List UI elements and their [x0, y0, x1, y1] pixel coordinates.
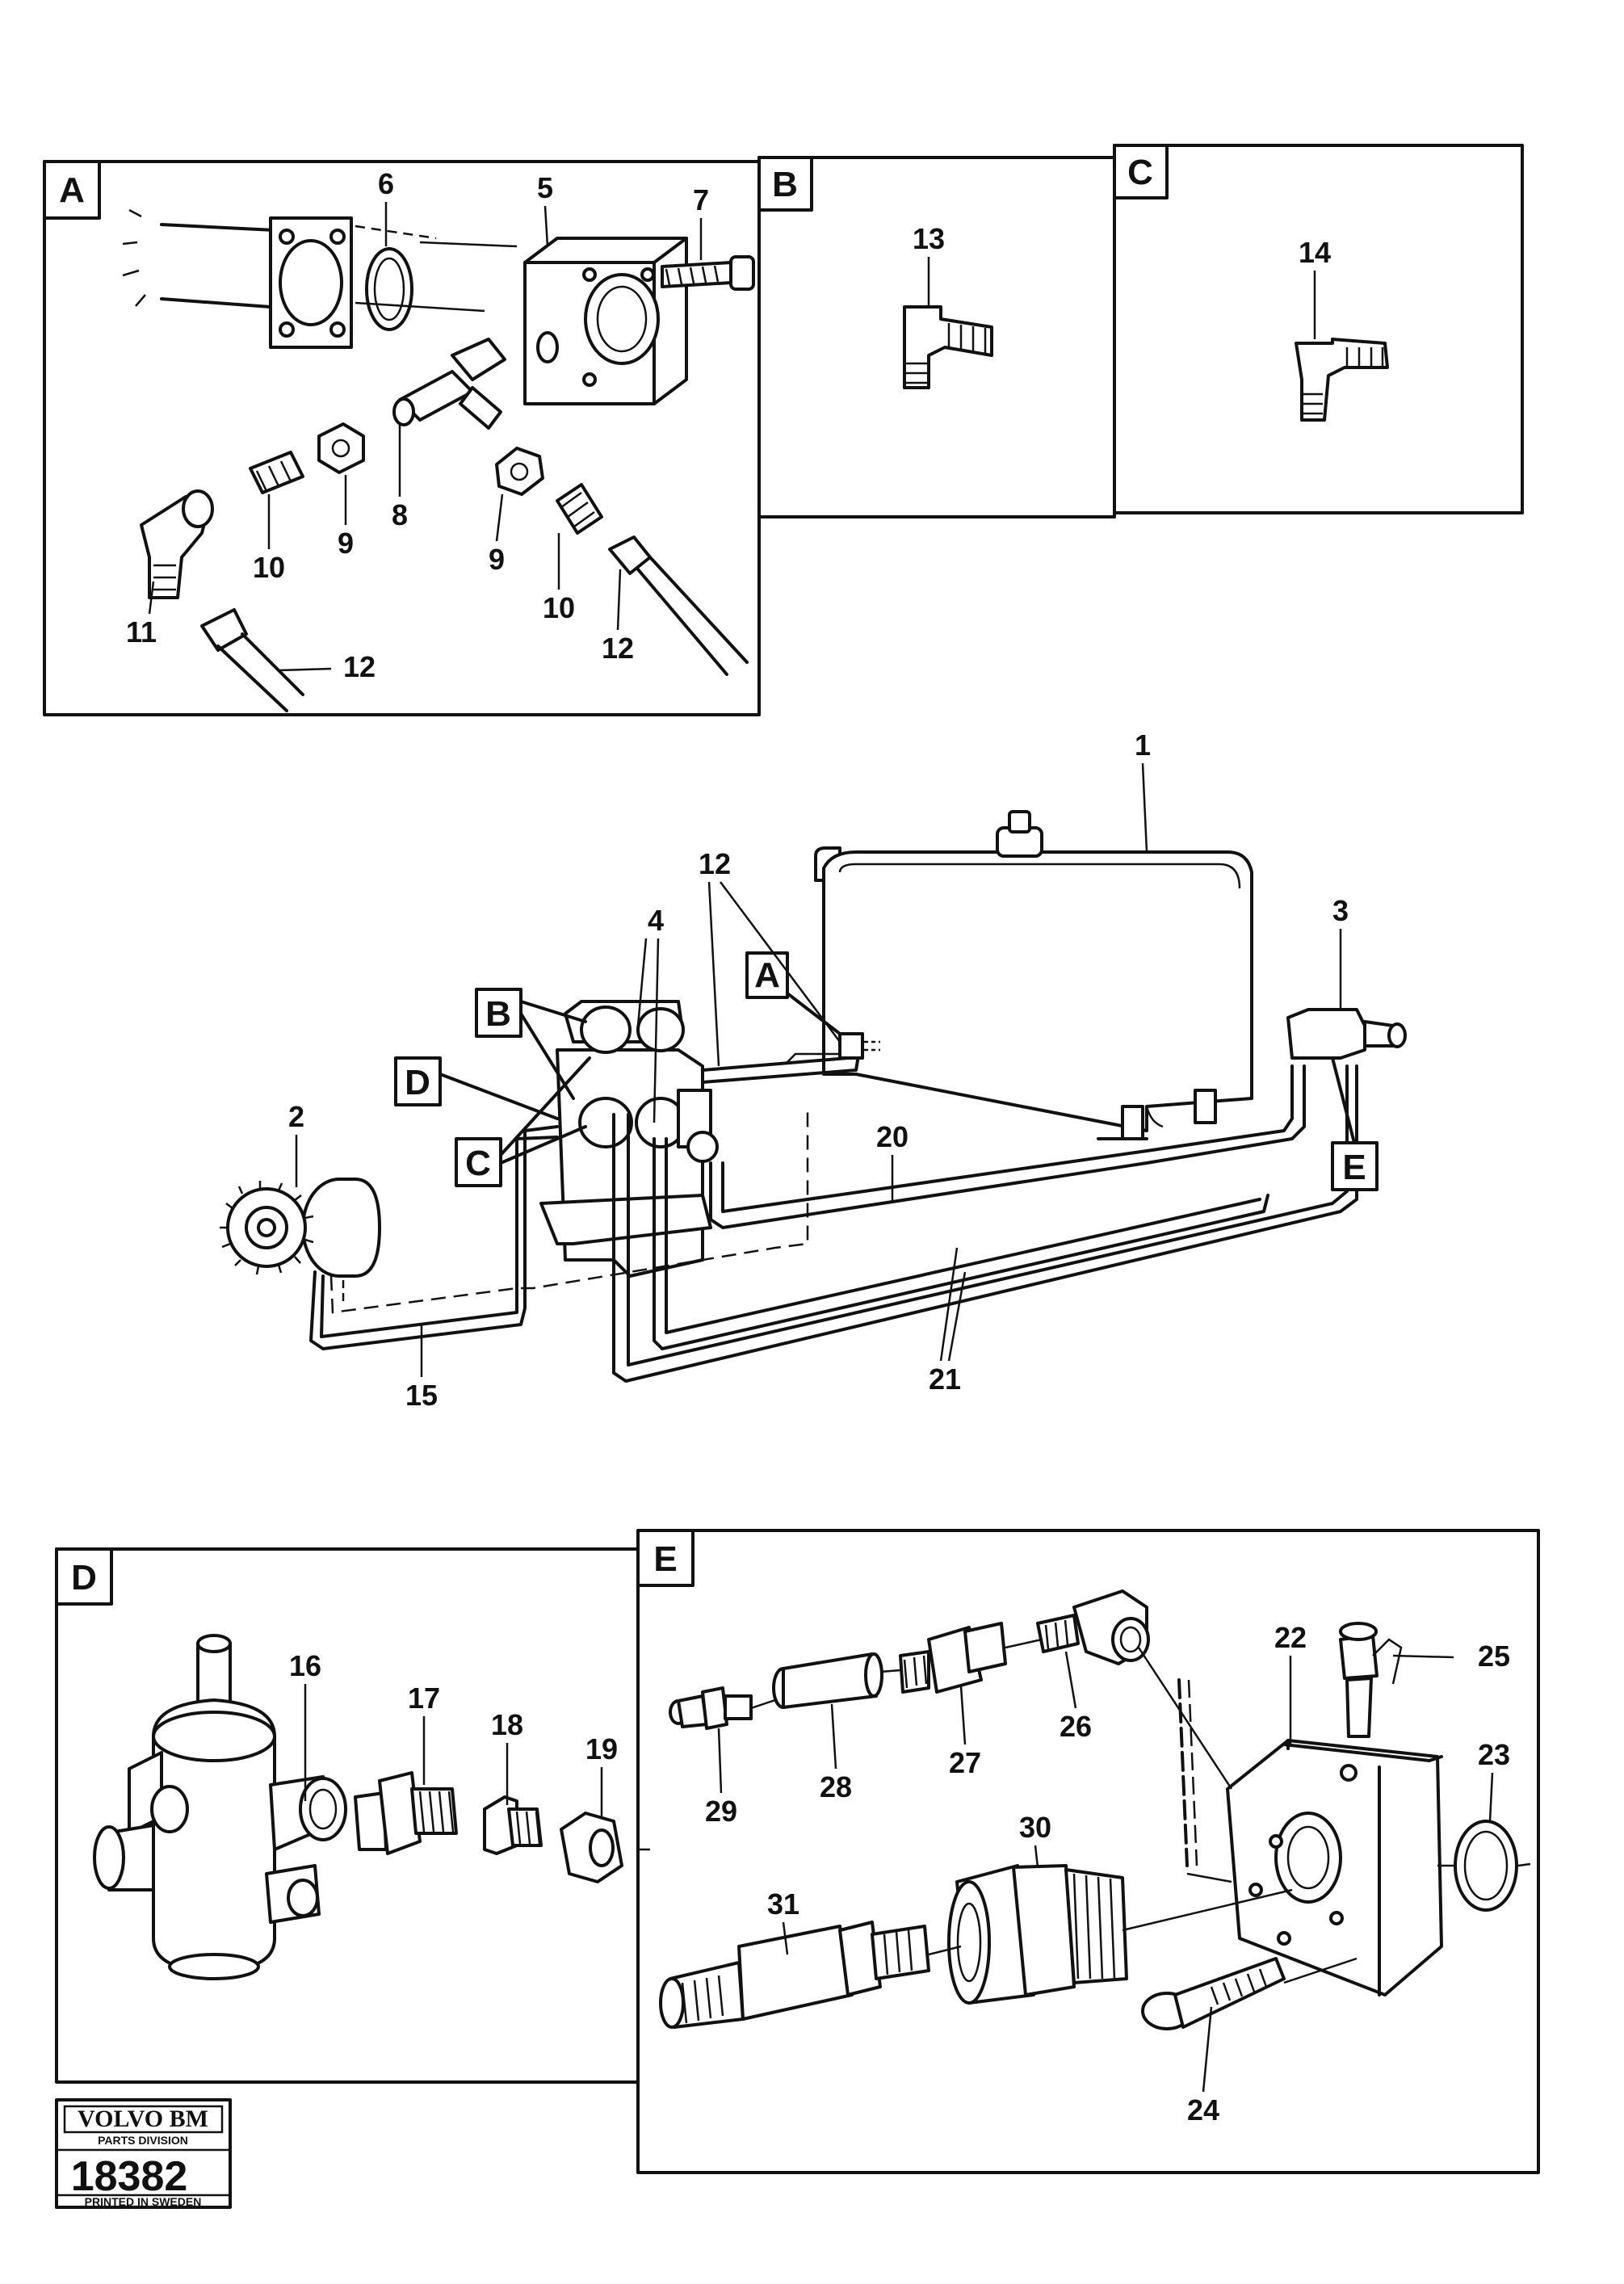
elbow-26: [1036, 1589, 1150, 1665]
adapter-27: [899, 1622, 1007, 1694]
nut-9-left: [317, 422, 365, 474]
label-28: 28: [820, 1770, 852, 1803]
panel-c-label: C: [1127, 153, 1153, 192]
block-5: [523, 237, 688, 405]
panel-d-label: D: [71, 1558, 97, 1598]
logo-brand: VOLVO BM: [78, 2106, 208, 2132]
elbow-11: [140, 489, 214, 599]
pipe-12-panel-a: [200, 535, 749, 712]
label-5: 5: [537, 171, 553, 204]
label-27: 27: [949, 1746, 981, 1779]
label-2: 2: [288, 1100, 304, 1133]
label-3: 3: [1332, 894, 1349, 927]
panel-a-label: A: [59, 170, 85, 210]
grease-nipple-29: [669, 1686, 753, 1730]
label-25: 25: [1478, 1640, 1510, 1673]
flange-plate: [269, 216, 353, 349]
callout-a[interactable]: A: [745, 951, 841, 1035]
hose-nipple-31: [659, 1921, 930, 2029]
block-22: [1226, 1739, 1443, 1996]
label-16: 16: [289, 1649, 321, 1682]
union-10-right: [556, 483, 603, 535]
panel-a: A: [43, 160, 761, 716]
logo-number: 18382: [71, 2153, 188, 2200]
panel-e-label: E: [653, 1539, 677, 1579]
label-29: 29: [705, 1795, 737, 1828]
label-14: 14: [1299, 236, 1331, 269]
elbow-14: [1295, 338, 1389, 422]
label-30: 30: [1019, 1811, 1051, 1844]
callout-e[interactable]: E: [1331, 1056, 1379, 1191]
o-ring-23: [1454, 1820, 1518, 1912]
callout-c[interactable]: C: [455, 1056, 591, 1187]
label-19: 19: [585, 1732, 618, 1765]
label-8: 8: [392, 498, 408, 531]
bolt-24: [1141, 1957, 1286, 2030]
callout-d[interactable]: D: [394, 1056, 559, 1120]
label-10-left: 10: [253, 551, 285, 584]
label-4: 4: [648, 904, 664, 937]
label-20: 20: [876, 1120, 909, 1153]
panel-b-label: B: [772, 165, 798, 204]
label-26: 26: [1060, 1710, 1092, 1743]
label-12-main: 12: [699, 847, 731, 880]
label-21: 21: [929, 1362, 961, 1396]
label-9-left: 9: [338, 527, 354, 560]
svg-text:E: E: [1342, 1148, 1366, 1187]
label-22: 22: [1274, 1621, 1307, 1654]
sleeve-28: [772, 1652, 883, 1709]
pump-2: [220, 1178, 381, 1278]
svg-text:C: C: [465, 1144, 491, 1183]
logo-division: PARTS DIVISION: [98, 2134, 188, 2147]
grease-nipple-25: [1339, 1622, 1403, 1738]
tank-1: [814, 810, 1253, 1140]
label-12-panel-a-right: 12: [602, 632, 634, 665]
label-11: 11: [126, 615, 157, 649]
pipe-12-main: [701, 1032, 880, 1084]
o-ring-6: [365, 247, 413, 331]
label-24: 24: [1187, 2093, 1219, 2127]
label-6: 6: [378, 167, 394, 200]
coupling-30: [947, 1864, 1128, 2005]
svg-text:B: B: [485, 994, 511, 1034]
valve-3: [1286, 1008, 1407, 1060]
nut-19: [560, 1812, 623, 1883]
union-18: [483, 1795, 543, 1855]
label-17: 17: [408, 1682, 440, 1715]
label-7: 7: [693, 183, 709, 216]
elbow-13: [903, 305, 993, 389]
label-9-right: 9: [489, 543, 505, 576]
bolt-7: [661, 255, 755, 291]
union-10-left: [249, 451, 304, 494]
label-18: 18: [491, 1708, 523, 1741]
label-23: 23: [1478, 1738, 1510, 1771]
tee-fitting-8: [392, 338, 506, 430]
panel-e: E: [636, 1529, 1540, 2174]
main-assembly: A B D C E 1 2 3 4: [220, 728, 1407, 1412]
label-15: 15: [405, 1379, 438, 1412]
svg-text:A: A: [754, 955, 780, 995]
volvo-bm-logo: VOLVO BM PARTS DIVISION 18382 PRINTED IN…: [55, 2098, 232, 2209]
pipe-20: [709, 1064, 1306, 1229]
label-12-panel-a-left: 12: [343, 650, 376, 683]
panel-b: B 13: [757, 156, 1116, 519]
pipe-21: [612, 1064, 1358, 1383]
svg-text:D: D: [405, 1063, 430, 1102]
adapter-17: [354, 1771, 458, 1855]
nut-9-right: [495, 447, 544, 496]
label-1: 1: [1135, 728, 1151, 762]
label-10-right: 10: [543, 591, 575, 624]
label-31: 31: [767, 1887, 799, 1921]
logo-printed: PRINTED IN SWEDEN: [85, 2195, 202, 2208]
label-13: 13: [913, 222, 945, 255]
pipe-stub-a: [122, 208, 276, 309]
valve-16: [93, 1634, 347, 1980]
panel-d: D: [55, 1547, 650, 2084]
panel-c: C 14: [1113, 144, 1524, 514]
